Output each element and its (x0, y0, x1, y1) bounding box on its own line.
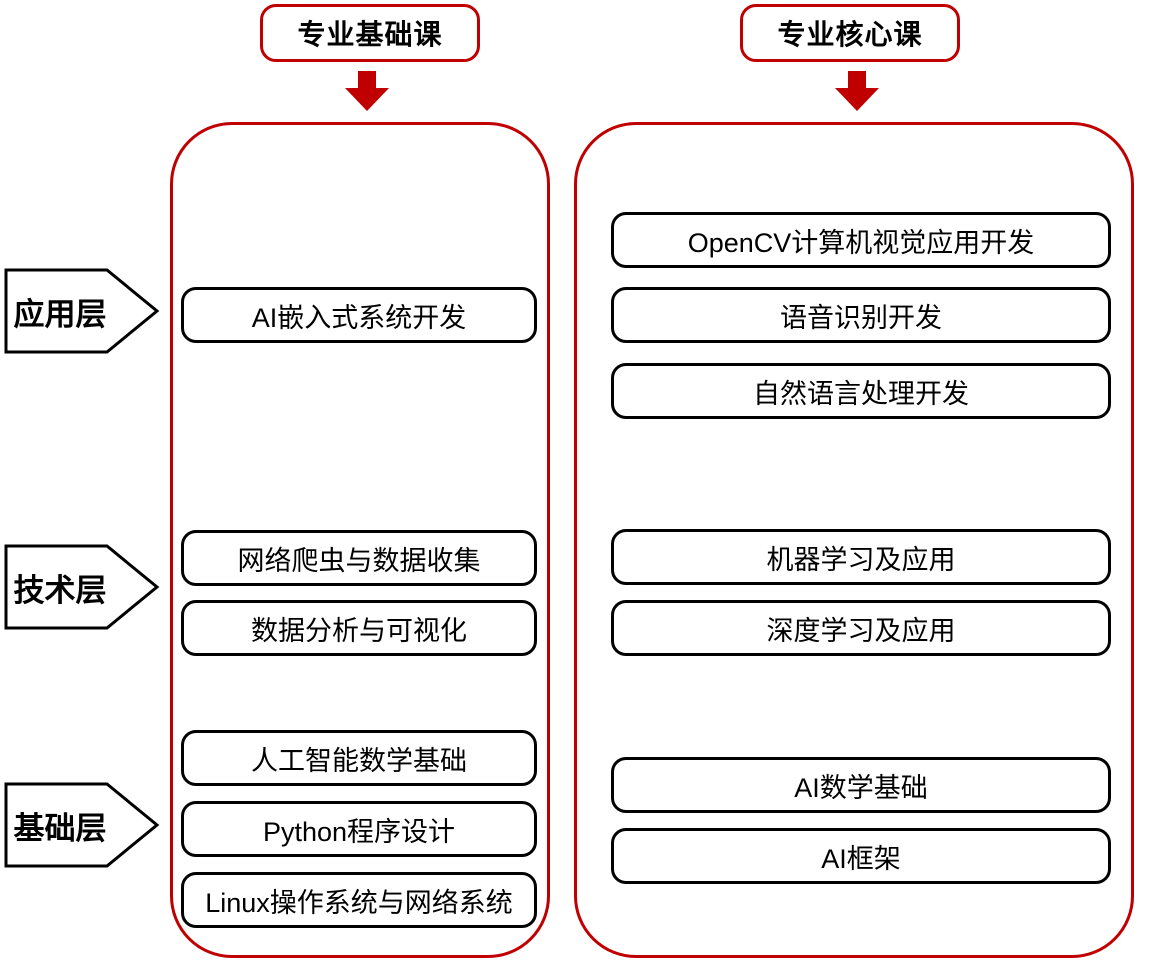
course-box-deep-learning: 深度学习及应用 (611, 600, 1111, 656)
course-box-data-analysis: 数据分析与可视化 (181, 600, 537, 656)
down-arrow-icon (345, 71, 389, 111)
course-box-machine-learning: 机器学习及应用 (611, 529, 1111, 585)
course-box-ai-math: AI数学基础 (611, 757, 1111, 813)
layer-arrow-foundation: 基础层 (4, 782, 160, 868)
course-box-python-programming: Python程序设计 (181, 801, 537, 857)
pentagon-arrow-shape (4, 268, 160, 354)
layer-arrow-application: 应用层 (4, 268, 160, 354)
badge-core-courses-label: 专业核心课 (777, 19, 923, 50)
layer-technical-label: 技术层 (13, 572, 107, 608)
course-box-ai-math-foundation: 人工智能数学基础 (181, 730, 537, 786)
course-box-linux-os-network: Linux操作系统与网络系统 (181, 872, 537, 928)
pentagon-arrow-shape (4, 782, 160, 868)
badge-basic-courses: 专业基础课 (260, 4, 480, 62)
badge-core-courses: 专业核心课 (740, 4, 960, 62)
badge-basic-courses-label: 专业基础课 (297, 19, 443, 50)
layer-arrow-technical: 技术层 (4, 544, 160, 630)
course-box-opencv-vision: OpenCV计算机视觉应用开发 (611, 212, 1111, 268)
layer-application-label: 应用层 (13, 296, 107, 332)
course-box-nlp-development: 自然语言处理开发 (611, 363, 1111, 419)
course-box-ai-embedded: AI嵌入式系统开发 (181, 287, 537, 343)
layer-foundation-label: 基础层 (13, 810, 107, 846)
pentagon-arrow-shape (4, 544, 160, 630)
course-box-speech-recognition: 语音识别开发 (611, 287, 1111, 343)
course-box-web-crawler: 网络爬虫与数据收集 (181, 530, 537, 586)
down-arrow-icon (835, 71, 879, 111)
course-box-ai-framework: AI框架 (611, 828, 1111, 884)
